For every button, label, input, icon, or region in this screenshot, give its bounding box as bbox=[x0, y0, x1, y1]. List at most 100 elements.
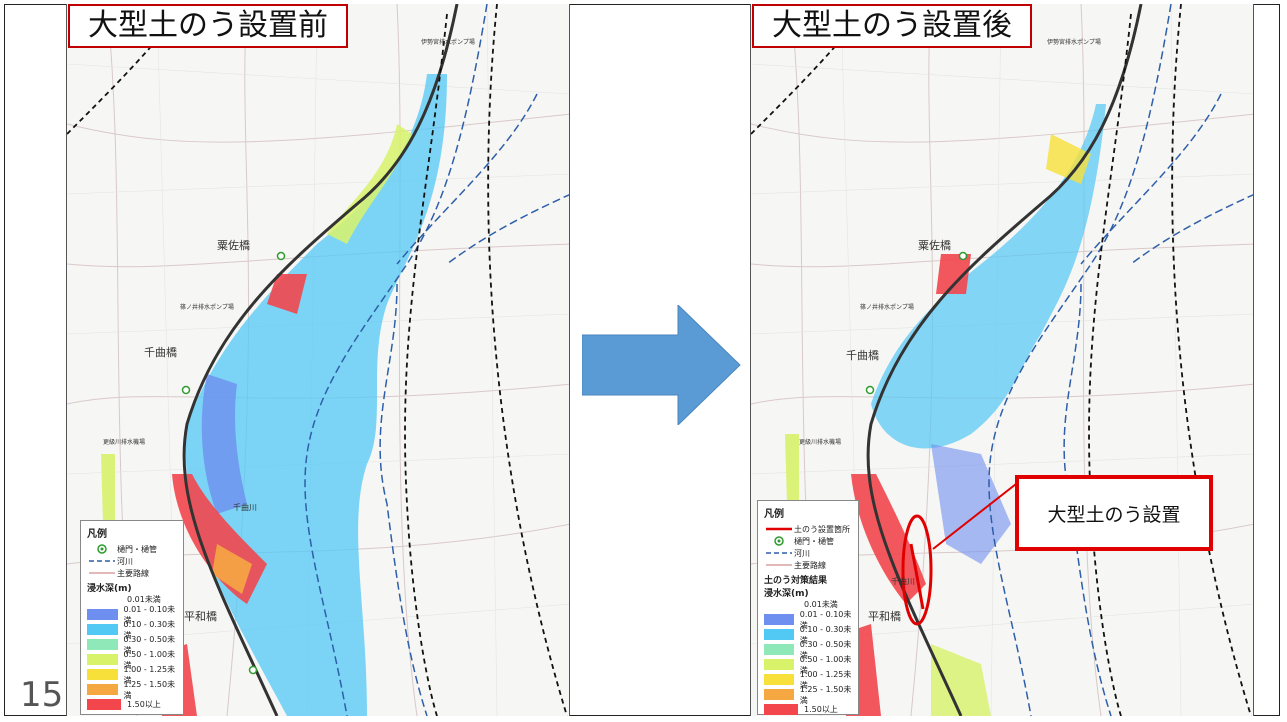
legend-label: 樋門・樋管 bbox=[117, 544, 157, 554]
depth-class-row: 0.30 - 0.50未満 bbox=[87, 635, 177, 655]
legend-before: 凡例 樋門・樋管 河川 主要路線 浸水深(m) 0.01未満 0.01 - 0.… bbox=[80, 520, 184, 715]
map-after-canvas: 粟佐橋 千曲橋 平和橋 伊勢宮排水ポンプ場 篠ノ井排水ポンプ場 更級川排水機場 … bbox=[751, 4, 1253, 716]
depth-class-row: 1.25 - 1.50未満 bbox=[764, 685, 852, 705]
sandbag-highlight bbox=[901, 514, 933, 626]
depth-class-label: 0.30 - 0.50未満 bbox=[799, 639, 852, 660]
depth-class-label: 1.00 - 1.25未満 bbox=[123, 664, 176, 685]
label-bridge-3: 平和橋 bbox=[868, 609, 901, 623]
depth-swatch bbox=[87, 669, 118, 680]
map-before-canvas: 粟佐橋 千曲橋 平和橋 伊勢宮排水ポンプ場 篠ノ井排水ポンプ場 更級川排水機場 … bbox=[67, 4, 569, 716]
depth-class-row: 0.30 - 0.50未満 bbox=[764, 640, 852, 660]
legend-item-gate: 樋門・樋管 bbox=[764, 535, 852, 547]
depth-swatch bbox=[87, 654, 118, 665]
legend-item-gate: 樋門・樋管 bbox=[87, 543, 177, 555]
gate-icon bbox=[774, 536, 784, 546]
legend-label: 土のう設置箇所 bbox=[794, 524, 850, 534]
label-river: 千曲川 bbox=[233, 502, 257, 512]
page-number: 15 bbox=[20, 675, 64, 715]
label-bridge-2: 千曲橋 bbox=[144, 345, 177, 359]
depth-class-row: 0.50 - 1.00未満 bbox=[87, 650, 177, 670]
legend-item-river: 河川 bbox=[764, 547, 852, 559]
label-pump-mid: 篠ノ井排水ポンプ場 bbox=[180, 303, 234, 311]
depth-swatch bbox=[764, 704, 798, 715]
depth-swatch bbox=[764, 659, 794, 670]
depth-class-label: 0.01 - 0.10未満 bbox=[123, 604, 176, 625]
label-river: 千曲川 bbox=[891, 576, 915, 586]
depth-class-row: 1.00 - 1.25未満 bbox=[764, 670, 852, 690]
legend-label: 河川 bbox=[117, 556, 133, 566]
depth-swatch bbox=[764, 644, 794, 655]
depth-class-row: 0.50 - 1.00未満 bbox=[764, 655, 852, 675]
legend-item-river: 河川 bbox=[87, 555, 177, 567]
inundation-area-before bbox=[101, 74, 447, 716]
depth-class-row: 1.50以上 bbox=[87, 697, 177, 712]
depth-class-row: 1.25 - 1.50未満 bbox=[87, 680, 177, 700]
title-before: 大型土のう設置前 bbox=[68, 4, 348, 48]
sandbag-line-icon bbox=[766, 527, 792, 531]
label-pump-mid: 篠ノ井排水ポンプ場 bbox=[860, 303, 914, 311]
depth-class-row: 0.01 - 0.10未満 bbox=[87, 605, 177, 625]
depth-title: 浸水深(m) bbox=[764, 589, 809, 599]
label-bridge-1: 粟佐橋 bbox=[918, 238, 951, 252]
result-title: 土のう対策結果 bbox=[764, 576, 828, 586]
depth-class-row: 0.10 - 0.30未満 bbox=[764, 625, 852, 645]
legend-title: 凡例 bbox=[87, 529, 107, 540]
depth-floor: 0.01未満 bbox=[804, 600, 838, 609]
legend-item-road: 主要路線 bbox=[87, 567, 177, 579]
title-after: 大型土のう設置後 bbox=[752, 4, 1032, 48]
label-bridge-1: 粟佐橋 bbox=[217, 238, 250, 252]
depth-swatch bbox=[87, 684, 118, 695]
callout-sandbag: 大型土のう設置 bbox=[1015, 475, 1213, 551]
depth-floor: 0.01未満 bbox=[127, 595, 161, 604]
slide-frame bbox=[4, 4, 1280, 716]
river-dash-icon bbox=[766, 552, 792, 554]
road-line-icon bbox=[89, 572, 115, 574]
depth-swatch bbox=[764, 689, 794, 700]
depth-class-label: 0.10 - 0.30未満 bbox=[799, 624, 852, 645]
right-arrow-icon bbox=[582, 305, 741, 425]
legend-label: 主要路線 bbox=[117, 568, 149, 578]
label-pump-low: 更級川排水機場 bbox=[799, 438, 841, 446]
legend-label: 主要路線 bbox=[794, 560, 826, 570]
river-dash-icon bbox=[89, 560, 115, 562]
legend-label: 樋門・樋管 bbox=[794, 536, 834, 546]
depth-swatch bbox=[764, 614, 794, 625]
legend-item-road: 主要路線 bbox=[764, 559, 852, 571]
legend-label: 河川 bbox=[794, 548, 810, 558]
depth-title: 浸水深(m) bbox=[87, 584, 132, 594]
depth-class-row: 0.01 - 0.10未満 bbox=[764, 610, 852, 630]
legend-item-sandbag: 土のう設置箇所 bbox=[764, 523, 852, 535]
depth-swatch bbox=[87, 609, 118, 620]
depth-class-label: 1.00 - 1.25未満 bbox=[799, 669, 852, 690]
label-bridge-2: 千曲橋 bbox=[846, 348, 879, 362]
depth-class-label: 1.25 - 1.50未満 bbox=[123, 679, 176, 700]
inundation-area-after bbox=[785, 104, 1106, 716]
depth-class-row: 1.00 - 1.25未満 bbox=[87, 665, 177, 685]
depth-class-label: 0.01 - 0.10未満 bbox=[799, 609, 852, 630]
depth-swatch bbox=[764, 629, 794, 640]
depth-class-row: 0.10 - 0.30未満 bbox=[87, 620, 177, 640]
label-pump-top: 伊勢宮排水ポンプ場 bbox=[1047, 38, 1101, 46]
label-pump-top: 伊勢宮排水ポンプ場 bbox=[421, 38, 475, 46]
depth-class-label: 0.30 - 0.50未満 bbox=[123, 634, 176, 655]
sandbag-line bbox=[909, 543, 925, 610]
depth-class-label: 0.10 - 0.30未満 bbox=[123, 619, 176, 640]
road-line-icon bbox=[766, 564, 792, 566]
label-bridge-3: 平和橋 bbox=[184, 609, 217, 623]
legend-after: 凡例 土のう設置箇所 樋門・樋管 河川 主要路線 土のう対策結果 浸水深(m) … bbox=[757, 500, 859, 715]
depth-swatch bbox=[87, 624, 118, 635]
callout-leader bbox=[932, 483, 1017, 550]
depth-class-label: 1.50以上 bbox=[127, 700, 161, 709]
legend-title: 凡例 bbox=[764, 509, 784, 520]
depth-swatch bbox=[764, 674, 794, 685]
depth-class-label: 0.50 - 1.00未満 bbox=[123, 649, 176, 670]
depth-class-label: 1.25 - 1.50未満 bbox=[799, 684, 852, 705]
gate-icon bbox=[97, 544, 107, 554]
depth-class-label: 0.50 - 1.00未満 bbox=[799, 654, 852, 675]
depth-swatch bbox=[87, 639, 118, 650]
depth-class-label: 1.50以上 bbox=[804, 705, 838, 714]
label-pump-low: 更級川排水機場 bbox=[103, 438, 145, 446]
depth-swatch bbox=[87, 699, 121, 710]
